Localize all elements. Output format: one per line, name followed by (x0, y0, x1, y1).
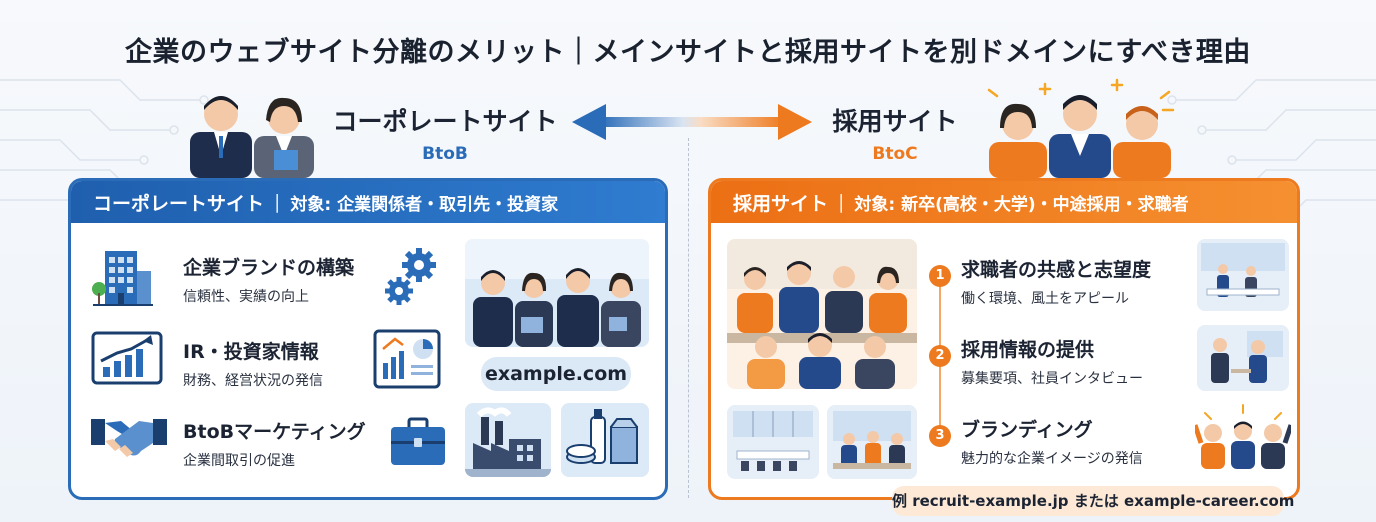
recruit-site-label: 採用サイト BtoC (815, 102, 975, 164)
corporate-team-photo (465, 239, 649, 347)
corporate-panel: コーポレートサイト | 対象: 企業関係者・取引先・投資家 企業ブランドの構築 … (68, 178, 668, 500)
office-room-photo (727, 405, 819, 479)
corporate-site-type: BtoB (422, 144, 468, 164)
corporate-site-name: コーポレートサイト (332, 107, 558, 136)
corporate-panel-separator: | (274, 191, 281, 213)
corporate-feature-3-desc: 企業間取引の促進 (183, 453, 295, 469)
recruit-feature-3-number: 3 (929, 425, 951, 447)
products-photo (561, 403, 649, 477)
corporate-feature-3: BtoBマーケティング 企業間取引の促進 (183, 417, 366, 470)
recruit-feature-1-desc: 働く環境、風土をアピール (961, 291, 1129, 307)
corporate-site-label: コーポレートサイト BtoB (325, 102, 565, 164)
meeting-photo (827, 405, 917, 479)
recruit-feature-1: 求職者の共感と志望度 働く環境、風土をアピール (961, 255, 1151, 308)
recruit-feature-3: ブランディング 魅力的な企業イメージの発信 (961, 415, 1143, 468)
corporate-feature-1: 企業ブランドの構築 信頼性、実績の向上 (183, 253, 354, 306)
recruit-feature-2-desc: 募集要項、社員インタビュー (961, 371, 1143, 387)
recruit-panel-separator: | (838, 191, 845, 213)
corporate-feature-2-title: IR・投資家情報 (183, 341, 319, 363)
gears-icon (385, 248, 436, 305)
recruit-domain-example: 例 recruit-example.jp または example-career.… (892, 486, 1294, 516)
corporate-domain: example.com (481, 357, 631, 391)
recruit-feature-2: 採用情報の提供 募集要項、社員インタビュー (961, 335, 1143, 388)
center-divider (688, 138, 689, 498)
recruit-site-type: BtoC (872, 144, 918, 164)
factory-photo (465, 403, 551, 477)
financial-report-icon (373, 329, 441, 389)
corporate-feature-2: IR・投資家情報 財務、経営状況の発信 (183, 337, 323, 390)
corporate-panel-header: コーポレートサイト | 対象: 企業関係者・取引先・投資家 (71, 181, 665, 223)
briefcase-icon (391, 417, 445, 465)
corporate-audience: 対象: 企業関係者・取引先・投資家 (290, 194, 559, 215)
cheering-team-illustration (1195, 404, 1291, 469)
recruit-panel-header: 採用サイト | 対象: 新卒(高校・大学)・中途採用・求職者 (711, 181, 1297, 223)
recruit-feature-3-title: ブランディング (961, 419, 1093, 441)
corporate-feature-1-title: 企業ブランドの構築 (183, 257, 355, 279)
recruit-panel: 採用サイト | 対象: 新卒(高校・大学)・中途採用・求職者 (708, 178, 1300, 500)
recruit-feature-1-title: 求職者の共感と志望度 (961, 259, 1152, 281)
recruit-people-illustration (987, 78, 1175, 178)
corporate-feature-1-desc: 信頼性、実績の向上 (183, 289, 309, 305)
growth-chart-icon (91, 331, 163, 385)
handshake-icon (91, 419, 167, 457)
workplace-photo (1197, 239, 1289, 311)
corporate-feature-3-title: BtoBマーケティング (183, 421, 366, 443)
recruit-feature-2-title: 採用情報の提供 (961, 339, 1095, 361)
recruit-team-photo (727, 239, 917, 389)
recruit-feature-3-desc: 魅力的な企業イメージの発信 (961, 451, 1143, 467)
double-arrow-icon (572, 104, 812, 140)
corporate-feature-2-desc: 財務、経営状況の発信 (183, 373, 323, 389)
corporate-people-illustration (190, 96, 314, 178)
recruit-feature-2-number: 2 (929, 345, 951, 367)
recruit-panel-title: 採用サイト (733, 192, 829, 215)
interview-photo (1197, 325, 1289, 391)
office-building-icon (92, 251, 153, 306)
recruit-site-name: 採用サイト (832, 107, 958, 136)
recruit-feature-1-number: 1 (929, 265, 951, 287)
main-title: 企業のウェブサイト分離のメリット｜メインサイトと採用サイトを別ドメインにすべき理… (125, 37, 1251, 68)
corporate-panel-title: コーポレートサイト (93, 192, 265, 215)
recruit-audience: 対象: 新卒(高校・大学)・中途採用・求職者 (854, 194, 1189, 215)
